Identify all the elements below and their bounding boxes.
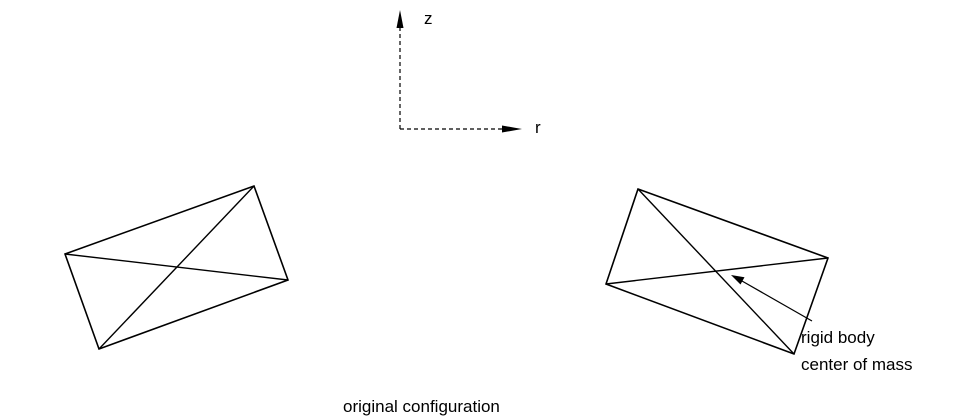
z-axis-label: z — [424, 9, 433, 28]
center-of-mass-leader-line — [741, 280, 813, 322]
r-axis-arrowhead — [502, 125, 522, 133]
center-of-mass-annotation: rigid body center of mass — [801, 328, 913, 374]
coordinate-axes: z r — [396, 9, 541, 137]
right-rigid-body — [604, 187, 830, 356]
annotation-line-1: rigid body — [801, 328, 875, 347]
r-axis-label: r — [535, 118, 541, 137]
z-axis-arrowhead — [396, 10, 404, 28]
center-of-mass-arrowhead — [731, 275, 745, 285]
figure-caption: original configuration — [343, 397, 500, 416]
left-body-diagonal-b — [98, 185, 255, 350]
left-rigid-body — [63, 184, 290, 351]
center-of-mass-pointer — [731, 275, 813, 322]
annotation-line-2: center of mass — [801, 355, 913, 374]
right-body-diagonal-b — [605, 257, 829, 285]
